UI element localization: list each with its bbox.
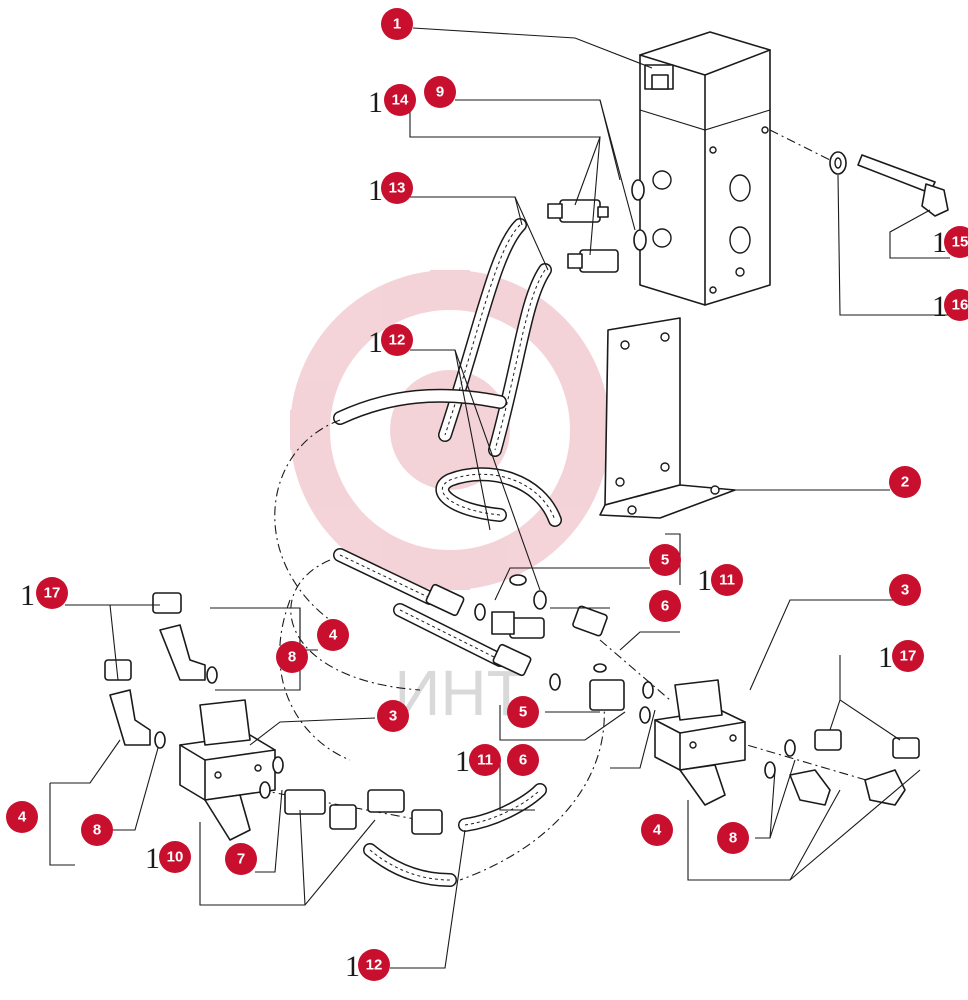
callout-5-upper: 5	[649, 544, 681, 576]
leader-lines	[49, 27, 950, 969]
svg-text:15: 15	[952, 234, 968, 251]
svg-text:7: 7	[237, 851, 245, 868]
callout-15: 1 15	[932, 226, 968, 259]
callout-16: 1 16	[932, 289, 968, 323]
callout-14: 1 14	[368, 84, 416, 119]
callout-4-left-upper: 4	[317, 619, 349, 651]
callout-4-left: 4	[6, 801, 38, 833]
callout-17-right: 1 17	[878, 640, 924, 674]
callout-3-right: 3	[889, 574, 921, 606]
svg-text:16: 16	[952, 297, 968, 314]
callout-13: 1 13	[368, 172, 413, 207]
svg-text:4: 4	[653, 822, 662, 839]
callout-10: 1 10	[145, 841, 191, 875]
valve-unions	[547, 179, 647, 273]
callout-11-lower: 1 11	[455, 744, 501, 778]
svg-text:13: 13	[389, 180, 406, 197]
svg-text:1: 1	[878, 641, 893, 674]
callout-12-upper: 1 12	[368, 324, 413, 359]
svg-text:3: 3	[389, 708, 397, 725]
svg-text:8: 8	[93, 822, 101, 839]
svg-text:1: 1	[368, 174, 383, 207]
svg-text:10: 10	[167, 849, 184, 866]
hose-group-upper	[333, 218, 562, 527]
svg-text:3: 3	[901, 582, 909, 599]
svg-text:4: 4	[329, 627, 338, 644]
valve-block-left	[179, 699, 276, 841]
callout-8-right: 8	[717, 822, 749, 854]
svg-text:1: 1	[455, 745, 470, 778]
callout-5-lower: 5	[507, 696, 539, 728]
watermark-text: ИНТ	[394, 657, 525, 729]
fittings-center	[474, 574, 654, 724]
hose-group-middle	[333, 548, 608, 677]
callout-8-left-upper: 8	[276, 641, 308, 673]
svg-text:1: 1	[932, 290, 947, 323]
svg-text:12: 12	[366, 957, 383, 974]
svg-text:5: 5	[661, 552, 669, 569]
svg-text:11: 11	[477, 752, 493, 769]
callout-4-right: 4	[641, 814, 673, 846]
svg-text:4: 4	[18, 809, 27, 826]
mounting-bracket	[599, 317, 736, 519]
svg-text:11: 11	[719, 572, 735, 589]
bolt-and-washer	[769, 129, 949, 217]
svg-text:8: 8	[729, 830, 737, 847]
svg-text:1: 1	[393, 16, 401, 33]
callout-8-left: 8	[81, 814, 113, 846]
valve-body	[639, 31, 771, 306]
svg-text:14: 14	[392, 92, 409, 109]
callout-11-upper: 1 11	[697, 564, 743, 597]
svg-text:1: 1	[932, 226, 947, 259]
svg-text:5: 5	[519, 704, 527, 721]
fittings-left	[104, 592, 284, 799]
fittings-bottom	[284, 789, 443, 835]
svg-text:1: 1	[697, 564, 712, 597]
svg-text:1: 1	[20, 579, 35, 612]
svg-text:6: 6	[519, 752, 527, 769]
svg-text:17: 17	[900, 648, 917, 665]
hose-group-lower	[363, 783, 547, 887]
callout-17-left: 1 17	[20, 577, 68, 612]
callout-2: 2	[889, 466, 921, 498]
callout-3-left: 3	[377, 700, 409, 732]
svg-text:12: 12	[389, 332, 406, 349]
callout-6-lower: 6	[507, 744, 539, 776]
fittings-right	[764, 729, 920, 806]
callout-1: 1	[381, 8, 413, 40]
callout-9: 9	[424, 76, 456, 108]
svg-text:1: 1	[368, 86, 383, 119]
svg-text:6: 6	[661, 598, 669, 615]
callout-7: 7	[225, 843, 257, 875]
svg-text:9: 9	[436, 84, 444, 101]
svg-text:17: 17	[44, 585, 61, 602]
valve-block-right	[654, 679, 746, 806]
svg-text:1: 1	[368, 326, 383, 359]
callout-6-upper: 6	[649, 590, 681, 622]
svg-text:1: 1	[345, 950, 360, 983]
callout-12-lower: 1 12	[345, 949, 390, 983]
svg-text:2: 2	[901, 474, 909, 491]
svg-text:1: 1	[145, 842, 160, 875]
svg-text:8: 8	[288, 649, 296, 666]
